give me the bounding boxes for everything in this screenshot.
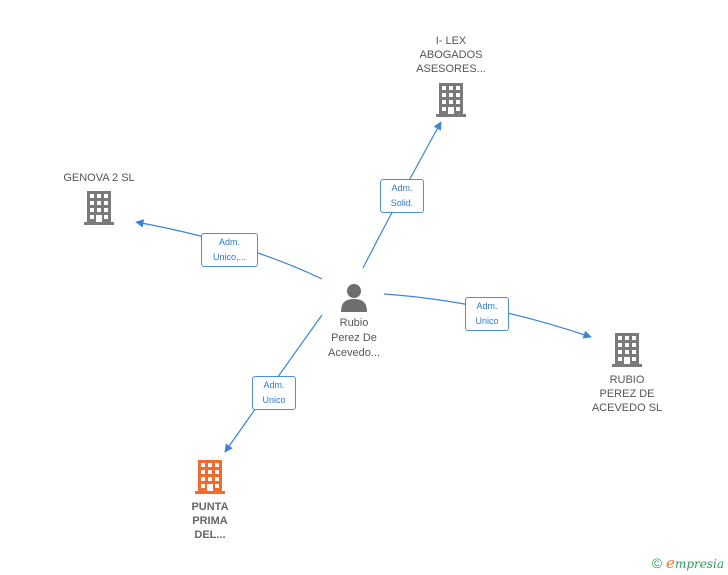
node-center-person[interactable]: Rubio Perez De Acevedo...: [304, 282, 404, 361]
building-icon: [84, 191, 114, 229]
person-icon: [340, 282, 368, 316]
edge-label-genova: Adm. Unico,...: [201, 233, 258, 267]
node-rubio-sl-label: RUBIO PEREZ DE ACEVEDO SL: [591, 374, 663, 414]
node-punta-label: PUNTA PRIMA DEL...: [191, 501, 229, 541]
copyright-mark: ©: [651, 555, 663, 571]
brand-name: mpresia: [674, 557, 724, 571]
node-ilex-label: I- LEX ABOGADOS ASESORES...: [416, 35, 486, 75]
brand-logo: ©empresia: [652, 554, 724, 572]
building-icon: [195, 460, 225, 498]
node-genova-label: GENOVA 2 SL: [63, 172, 135, 184]
node-ilex[interactable]: I- LEX ABOGADOS ASESORES...: [400, 34, 502, 121]
node-genova[interactable]: GENOVA 2 SL: [48, 171, 150, 229]
brand-initial: e: [666, 554, 675, 572]
edge-label-punta: Adm. Unico: [252, 376, 296, 410]
building-icon: [612, 333, 642, 371]
building-icon: [436, 83, 466, 121]
edge-label-rubio-sl: Adm. Unico: [465, 297, 509, 331]
edge-label-ilex: Adm. Solid.: [380, 179, 424, 213]
node-center-label: Rubio Perez De Acevedo...: [328, 317, 380, 359]
node-rubio-sl[interactable]: RUBIO PEREZ DE ACEVEDO SL: [576, 333, 678, 415]
node-punta[interactable]: PUNTA PRIMA DEL...: [162, 460, 258, 542]
